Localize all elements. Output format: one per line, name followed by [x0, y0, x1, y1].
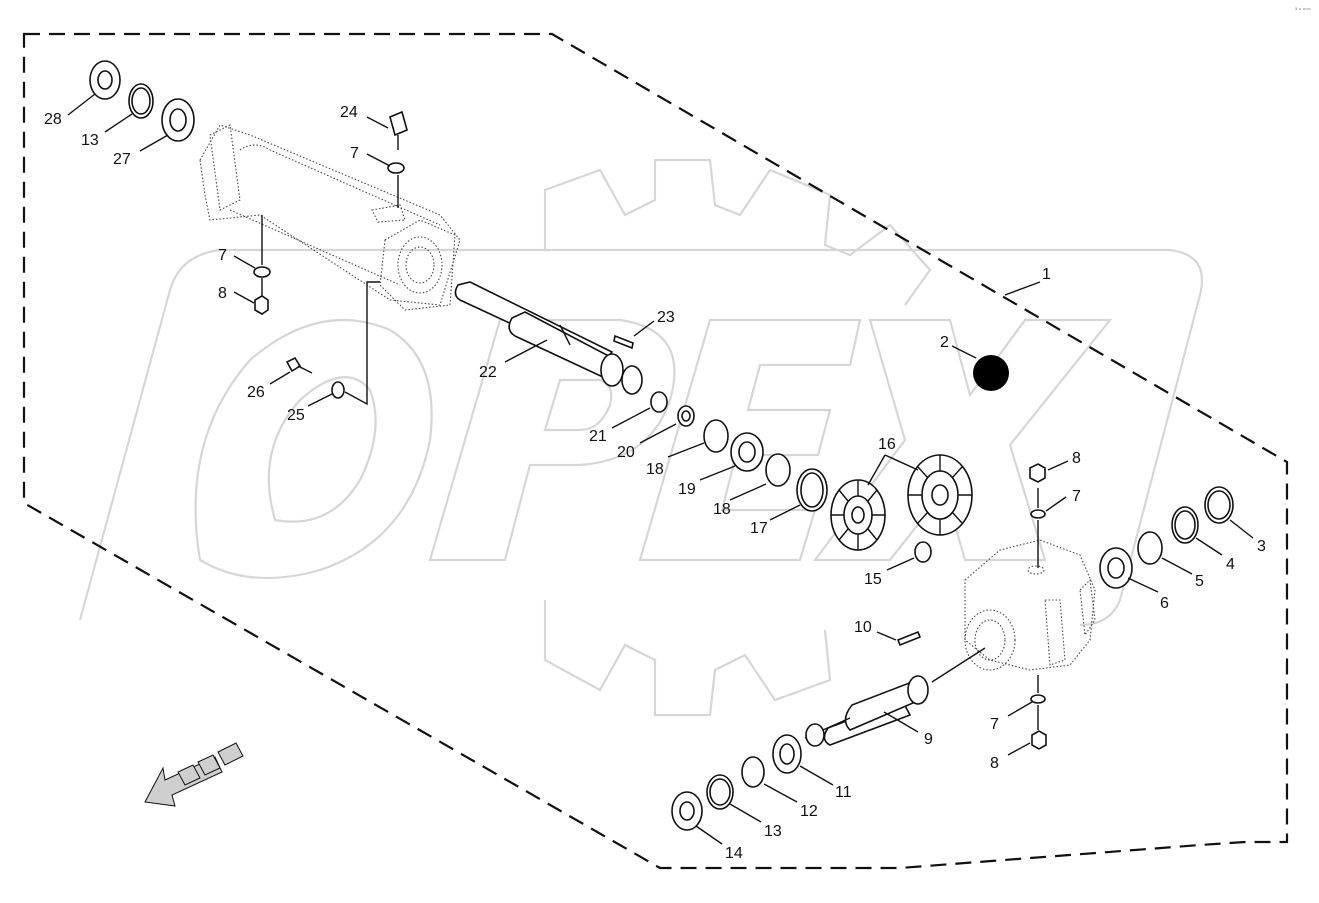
gearbox-housing	[964, 539, 1096, 671]
marker-dot-2	[973, 355, 1009, 391]
bevel-gears	[830, 454, 973, 551]
callout-8: 8	[218, 285, 227, 302]
ring-12	[741, 756, 765, 788]
callout-9: 9	[924, 731, 933, 748]
callout-15: 15	[864, 571, 882, 588]
callout-7: 7	[990, 716, 999, 733]
washer-7b	[253, 266, 271, 278]
callout-23: 23	[657, 309, 675, 326]
bearing-19	[730, 432, 764, 472]
callout-2: 2	[940, 334, 949, 351]
nut-8a	[254, 295, 269, 315]
bearing-6	[1099, 547, 1133, 589]
key-23	[613, 334, 634, 350]
nut-8c	[1031, 730, 1047, 750]
seal-14	[671, 791, 703, 831]
washer-7c	[1030, 509, 1046, 519]
ring-18b	[765, 453, 791, 487]
circlip-13-lower	[706, 774, 734, 810]
callout-8: 8	[1072, 450, 1081, 467]
callout-21: 21	[589, 428, 607, 445]
circlip-4	[1171, 506, 1199, 544]
callout-7: 7	[218, 247, 227, 264]
shaft-9	[804, 675, 929, 747]
assembly-lines	[261, 175, 1039, 730]
washer-7a	[387, 162, 405, 174]
grease-nipple-24	[389, 110, 408, 150]
callout-13: 13	[81, 132, 99, 149]
callout-8: 8	[990, 755, 999, 772]
leader-lines	[67, 93, 1254, 845]
callout-14: 14	[725, 845, 743, 862]
callout-1: 1	[1042, 266, 1051, 283]
direction-arrow-icon	[144, 742, 244, 807]
corner-text: a ▫ ▫▫▫	[1295, 6, 1311, 11]
callout-10: 10	[854, 619, 872, 636]
assembly-boundary	[22, 32, 1289, 870]
callout-11: 11	[835, 784, 852, 801]
ring-21	[650, 391, 668, 413]
callout-16: 16	[878, 436, 896, 453]
ring-5	[1137, 531, 1163, 565]
plug-8b	[1029, 463, 1046, 483]
callout-labels: 28 13 27 24 7 7 8 23 22 26 25 1 2 21 20 …	[44, 104, 1266, 862]
key-10	[896, 630, 922, 647]
ring-18a	[703, 419, 729, 453]
callout-13: 13	[764, 823, 782, 840]
callout-26: 26	[247, 384, 265, 401]
callout-27: 27	[113, 151, 131, 168]
ring-20	[677, 405, 695, 427]
circlip-13-upper	[128, 83, 154, 119]
callout-22: 22	[479, 364, 497, 381]
bolt-26	[285, 356, 313, 374]
callout-17: 17	[750, 520, 768, 537]
callout-18: 18	[646, 461, 664, 478]
ring-15	[914, 541, 932, 563]
callout-5: 5	[1195, 573, 1204, 590]
callout-19: 19	[678, 481, 696, 498]
callout-7: 7	[350, 145, 359, 162]
callout-25: 25	[287, 407, 305, 424]
small-parts	[89, 60, 1234, 831]
bearing-27	[161, 98, 195, 142]
bearing-11	[772, 734, 802, 774]
seal-28	[89, 60, 121, 100]
callout-6: 6	[1160, 595, 1169, 612]
callout-18: 18	[713, 501, 731, 518]
callout-4: 4	[1226, 556, 1235, 573]
callout-7: 7	[1072, 488, 1081, 505]
circlip-17	[796, 468, 828, 512]
washer-7d	[1030, 694, 1046, 704]
callout-12: 12	[800, 803, 818, 820]
seal-3	[1204, 486, 1234, 524]
callout-28: 28	[44, 111, 62, 128]
tube-housing	[199, 124, 461, 311]
callout-24: 24	[340, 104, 358, 121]
callout-3: 3	[1257, 538, 1266, 555]
washer-25	[331, 381, 345, 399]
callout-20: 20	[617, 444, 635, 461]
shaft-22	[454, 281, 643, 395]
